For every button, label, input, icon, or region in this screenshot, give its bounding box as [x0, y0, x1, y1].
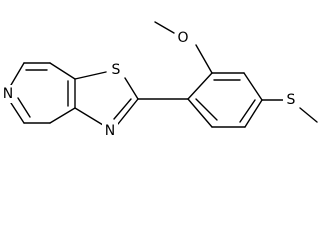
bond [187, 98, 213, 128]
bond [187, 72, 213, 100]
bond [244, 99, 263, 128]
methoxy-group [154, 21, 213, 74]
atom-label: O [177, 30, 188, 46]
chemical-structure: N S N O S [0, 21, 318, 140]
bond [74, 107, 104, 126]
atom-n-pyridine: N [0, 85, 16, 103]
atom-label: S [287, 92, 296, 108]
bond [243, 72, 263, 101]
atom-n-thiazole: N [102, 122, 118, 140]
bond [239, 99, 256, 123]
methylthio-group [261, 99, 318, 123]
bond [195, 44, 213, 74]
bond [10, 62, 25, 86]
bond [10, 102, 25, 124]
bond [113, 98, 132, 120]
atom-label: N [3, 86, 13, 102]
pyridine-ring [10, 62, 76, 124]
bond [299, 107, 318, 123]
bond [49, 107, 76, 124]
bond [17, 97, 31, 118]
atom-s-thioether: S [283, 91, 299, 109]
benzene-ring [137, 72, 263, 128]
atom-s-thiazole: S [108, 61, 124, 79]
bond [117, 98, 139, 125]
bond [49, 62, 76, 80]
bond [74, 71, 107, 80]
atom-o-methoxy: O [175, 29, 191, 47]
atom-label: N [105, 123, 115, 139]
bond [154, 21, 175, 34]
bond [195, 98, 218, 121]
atom-label: S [112, 62, 121, 78]
thiazole-ring [74, 71, 139, 126]
bond [124, 77, 139, 100]
